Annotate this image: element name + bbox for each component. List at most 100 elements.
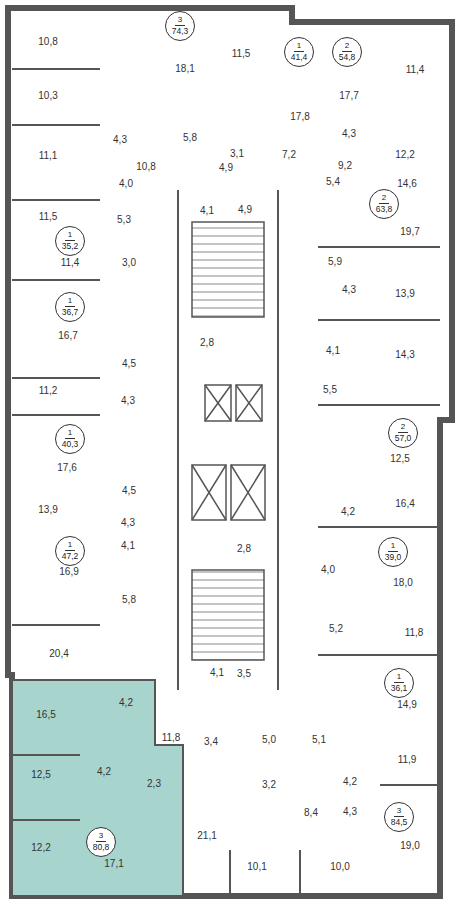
room-area: 14,3 (395, 350, 414, 360)
room-count: 1 (394, 673, 404, 683)
room-area: 16,7 (58, 331, 77, 341)
room-area: 18,0 (393, 578, 412, 588)
apartment-area: 63,8 (376, 204, 393, 214)
room-area: 17,8 (290, 112, 309, 122)
room-area: 4,3 (121, 518, 135, 528)
room-area: 4,2 (343, 777, 357, 787)
room-area: 2,8 (237, 544, 251, 554)
room-area: 19,0 (400, 841, 419, 851)
room-count: 3 (175, 16, 185, 26)
room-count: 1 (65, 429, 75, 439)
room-area: 3,5 (237, 669, 251, 679)
apartment-area: 84,5 (391, 817, 408, 827)
apartment-marker: 384,5 (384, 802, 414, 832)
room-area: 18,1 (175, 64, 194, 74)
room-area: 4,9 (238, 205, 252, 215)
apartment-area: 54,8 (339, 52, 356, 62)
room-area: 16,4 (395, 499, 414, 509)
room-area: 11,5 (39, 212, 58, 222)
apartment-marker: 263,8 (369, 189, 399, 219)
room-area: 12,5 (390, 454, 409, 464)
room-area: 5,4 (326, 177, 340, 187)
room-area: 3,1 (230, 149, 244, 159)
room-count: 2 (342, 42, 352, 52)
apartment-area: 47,2 (62, 551, 79, 561)
apartment-area: 36,7 (62, 307, 79, 317)
room-area: 10,3 (38, 91, 57, 101)
elevators (192, 385, 265, 520)
room-area: 5,8 (183, 133, 197, 143)
room-count: 3 (96, 832, 106, 842)
apartment-marker: 136,7 (55, 292, 85, 322)
room-area: 5,1 (312, 735, 326, 745)
room-area: 14,9 (397, 700, 416, 710)
apartment-marker: 136,1 (384, 668, 414, 698)
room-area: 4,3 (342, 129, 356, 139)
room-area: 16,5 (36, 710, 55, 720)
room-count: 1 (294, 42, 304, 52)
apartment-area: 36,1 (391, 683, 408, 693)
apartment-marker: 257,0 (388, 418, 418, 448)
room-area: 4,2 (97, 767, 111, 777)
room-area: 4,5 (122, 486, 136, 496)
room-area: 17,1 (104, 859, 123, 869)
room-area: 2,3 (147, 779, 161, 789)
apartment-marker: 374,3 (165, 11, 195, 41)
room-count: 3 (394, 807, 404, 817)
room-area: 11,8 (405, 628, 424, 638)
room-count: 1 (65, 541, 75, 551)
room-area: 4,3 (113, 135, 127, 145)
room-area: 5,5 (323, 385, 337, 395)
room-area: 10,0 (330, 862, 349, 872)
room-area: 4,0 (119, 179, 133, 189)
room-area: 4,1 (200, 206, 214, 216)
room-area: 4,3 (121, 396, 135, 406)
apartment-marker: 135,2 (55, 226, 85, 256)
room-area: 3,4 (204, 737, 218, 747)
room-area: 4,0 (321, 565, 335, 575)
room-area: 13,9 (38, 505, 57, 515)
apartment-area: 40,3 (62, 439, 79, 449)
apartment-marker: 141,4 (284, 37, 314, 67)
room-area: 16,9 (59, 567, 78, 577)
room-area: 11,5 (232, 49, 251, 59)
room-count: 2 (398, 423, 408, 433)
apartment-marker: 380,8 (86, 827, 116, 857)
room-area: 4,1 (326, 346, 340, 356)
room-area: 12,2 (395, 150, 414, 160)
room-area: 10,8 (38, 37, 57, 47)
building-outline (8, 8, 452, 896)
highlighted-apartment (12, 680, 183, 896)
room-area: 11,4 (61, 258, 80, 268)
room-area: 4,2 (341, 507, 355, 517)
room-area: 11,2 (39, 386, 58, 396)
room-area: 4,1 (121, 541, 135, 551)
apartment-marker: 147,2 (55, 536, 85, 566)
room-area: 17,7 (339, 91, 358, 101)
interior-walls (12, 69, 440, 896)
room-area: 10,1 (247, 862, 266, 872)
room-area: 12,2 (31, 843, 50, 853)
room-area: 11,4 (406, 65, 425, 75)
apartment-marker: 139,0 (378, 537, 408, 567)
room-area: 7,2 (282, 150, 296, 160)
room-area: 4,5 (122, 359, 136, 369)
room-area: 11,1 (39, 151, 58, 161)
room-area: 5,2 (329, 624, 343, 634)
room-area: 19,7 (400, 227, 419, 237)
room-count: 1 (388, 542, 398, 552)
apartment-area: 80,8 (93, 842, 110, 852)
room-area: 21,1 (197, 831, 216, 841)
room-area: 17,6 (57, 463, 76, 473)
apartment-area: 57,0 (395, 433, 412, 443)
room-area: 5,9 (328, 257, 342, 267)
room-area: 10,8 (136, 162, 155, 172)
apartment-marker: 254,8 (332, 37, 362, 67)
room-area: 11,8 (162, 733, 181, 743)
room-area: 13,9 (395, 289, 414, 299)
room-area: 3,2 (262, 780, 276, 790)
room-area: 3,0 (122, 258, 136, 268)
apartment-area: 39,0 (385, 552, 402, 562)
apartment-area: 41,4 (291, 52, 308, 62)
room-area: 4,3 (342, 285, 356, 295)
